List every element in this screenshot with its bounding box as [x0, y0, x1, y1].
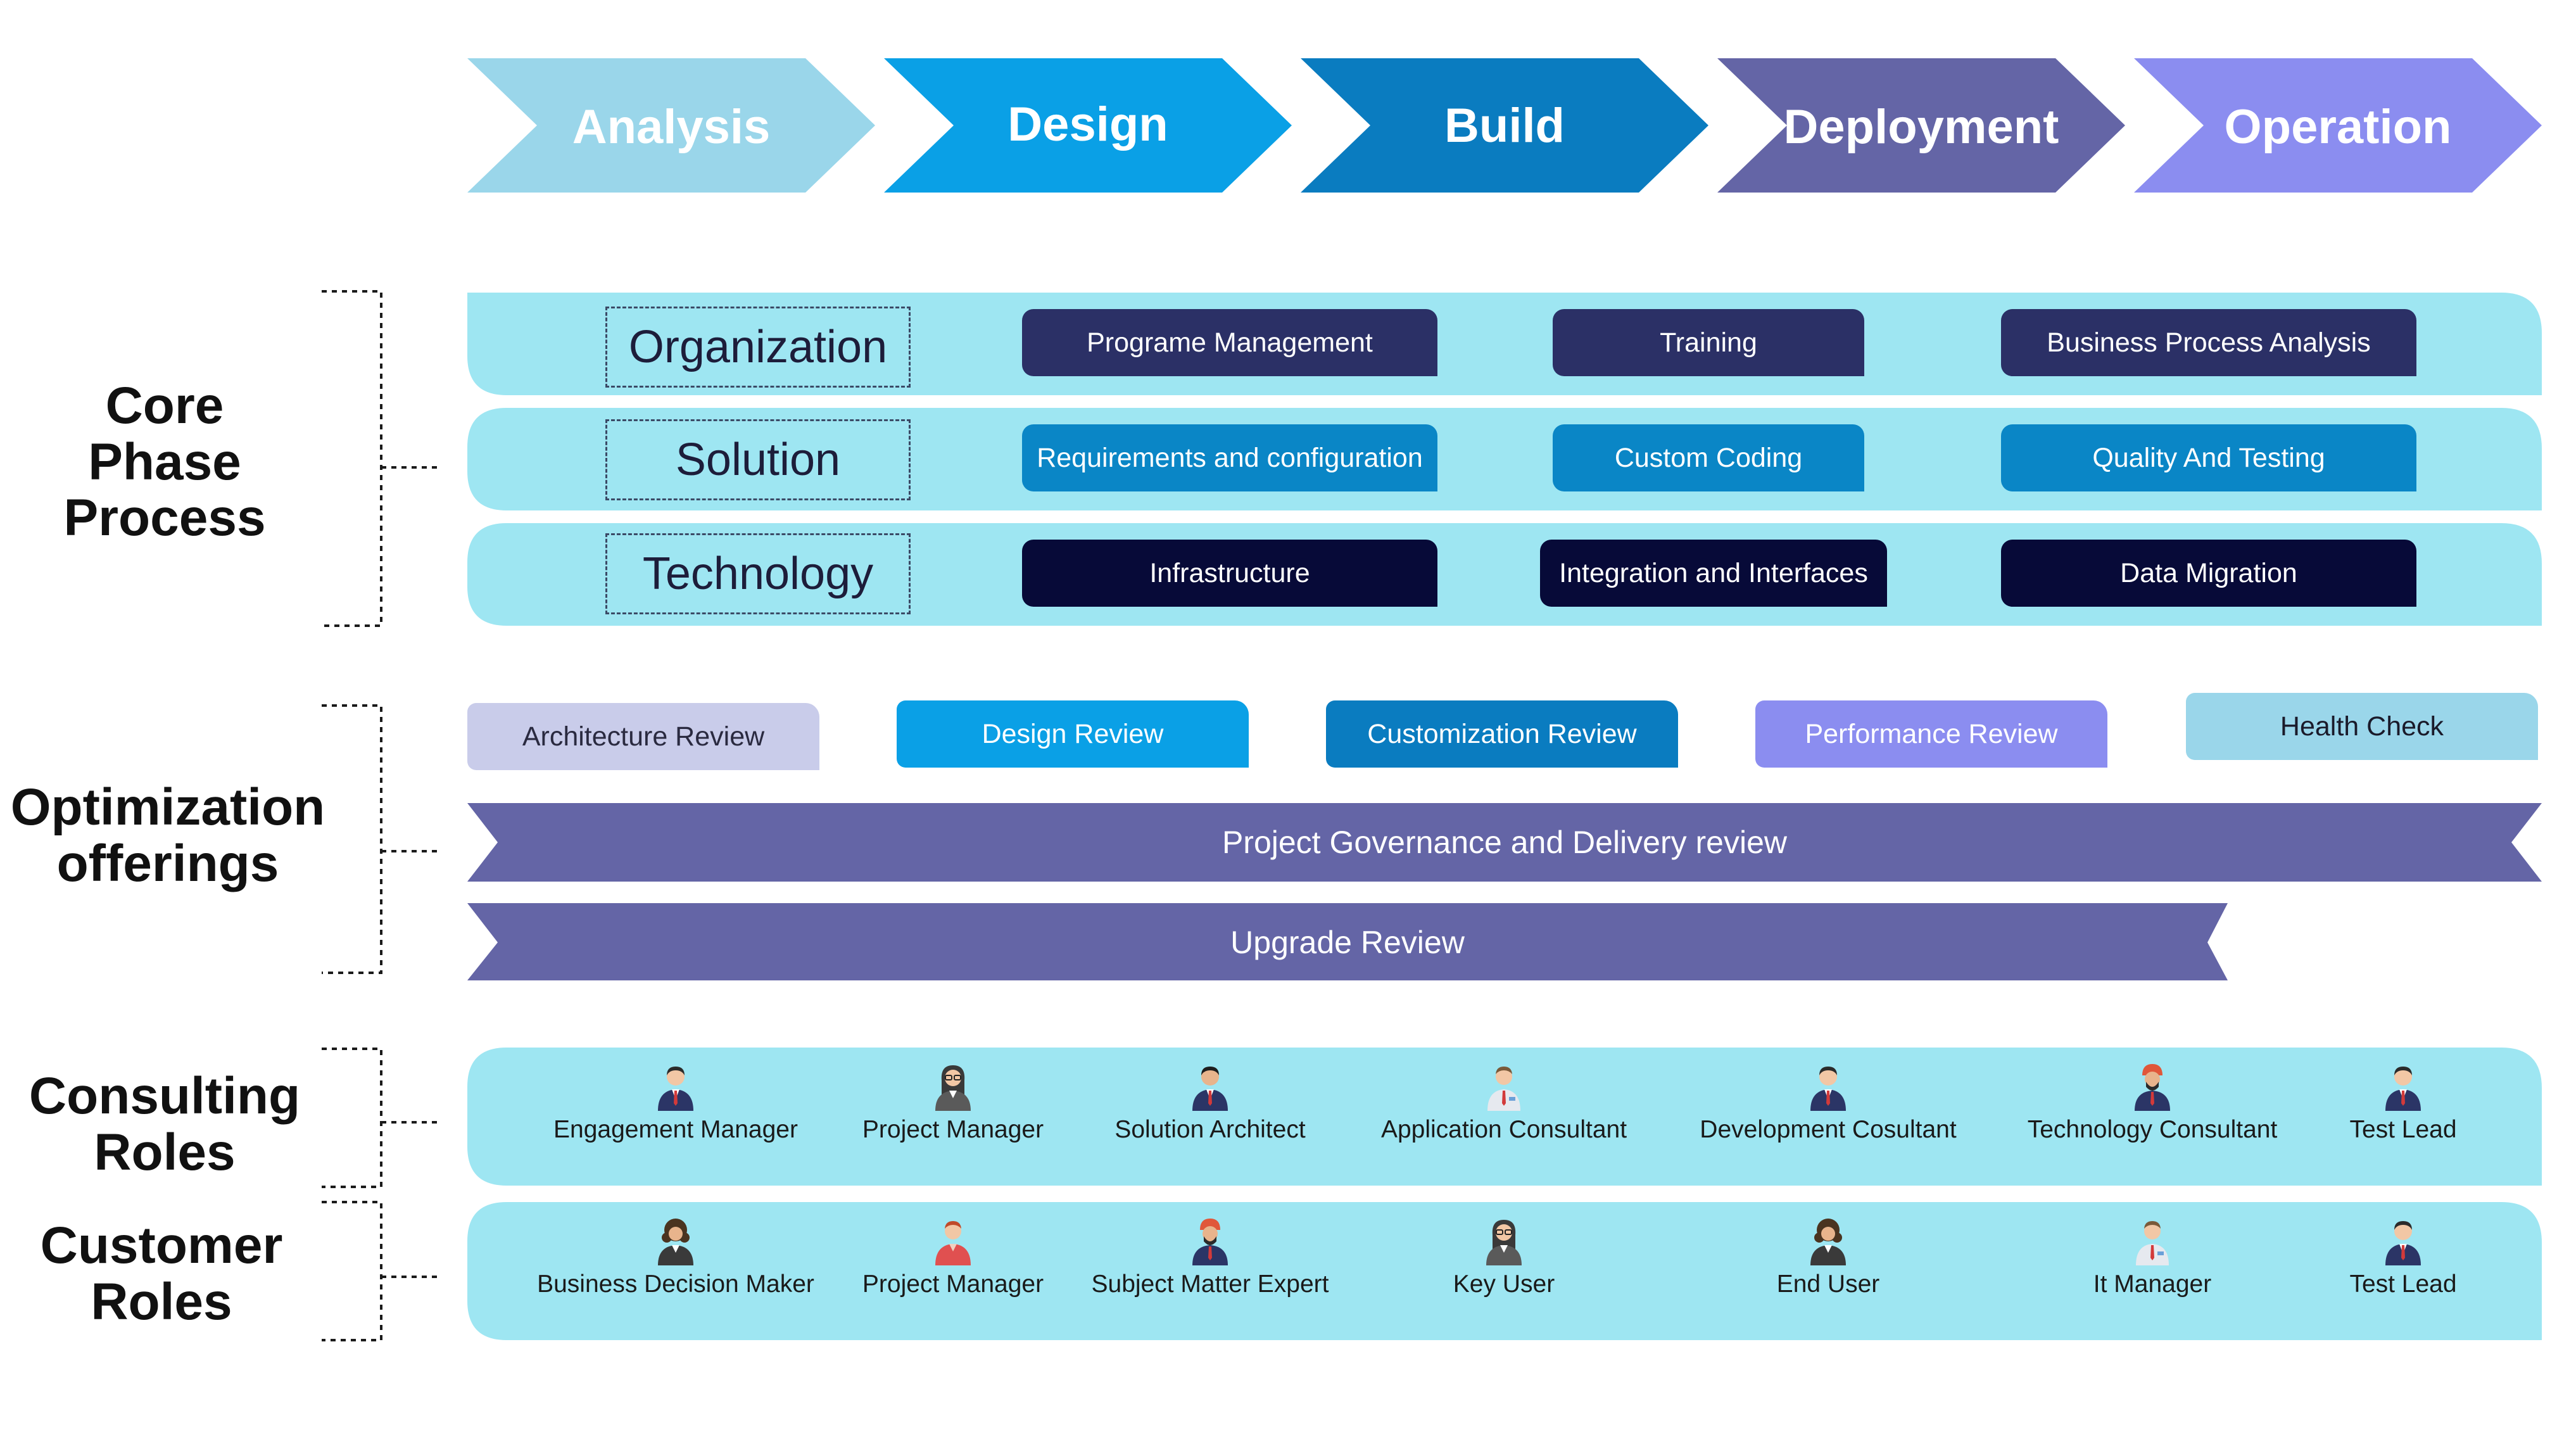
pill-infrastructure: Infrastructure — [1022, 540, 1437, 607]
pill-requirements-configuration: Requirements and configuration — [1022, 424, 1437, 491]
role-label: Development Cosultant — [1700, 1116, 1957, 1143]
role-label: Test Lead — [2349, 1116, 2457, 1143]
phase-chevron-design — [884, 58, 1292, 193]
customer-role-business-decision-maker: Business Decision Maker — [527, 1216, 824, 1298]
phase-chevron-operation — [2134, 58, 2542, 193]
optimization-bracket — [322, 704, 439, 974]
phase-label-operation: Operation — [2224, 99, 2452, 154]
review-health-check: Health Check — [2186, 693, 2538, 760]
role-label: Key User — [1453, 1270, 1555, 1298]
businessman-icon — [2385, 1221, 2421, 1265]
customer-role-it-manager: It Manager — [2004, 1216, 2301, 1298]
consulting-role-test-lead: Test Lead — [2254, 1061, 2552, 1144]
section-label-core: Core Phase Process — [63, 377, 266, 547]
role-label: Application Consultant — [1380, 1116, 1627, 1143]
businessman-icon — [2385, 1067, 2421, 1111]
businessman-icon — [658, 1067, 693, 1111]
pill-data-migration: Data Migration — [2001, 540, 2416, 607]
consulting-bracket — [322, 1048, 439, 1188]
pill-integration-interfaces: Integration and Interfaces — [1540, 540, 1887, 607]
woman-curly-hair-icon — [658, 1219, 693, 1265]
pill-training: Training — [1553, 309, 1864, 376]
upgrade-band-label: Upgrade Review — [1230, 925, 1465, 960]
consulting-role-engagement-manager: Engagement Manager — [527, 1061, 824, 1144]
pill-business-process-analysis: Business Process Analysis — [2001, 309, 2416, 376]
customer-role-subject-matter-expert: Subject Matter Expert — [1061, 1216, 1359, 1298]
customer-role-key-user: Key User — [1355, 1216, 1653, 1298]
pill-programe-management: Programe Management — [1022, 309, 1437, 376]
role-label: Business Decision Maker — [537, 1270, 814, 1298]
row-label-technology: Technology — [605, 533, 911, 614]
row-label-organization: Organization — [605, 307, 911, 388]
businesswoman-glasses-icon — [935, 1065, 971, 1111]
review-design: Design Review — [897, 700, 1249, 768]
consulting-role-project-manager: Project Manager — [804, 1061, 1102, 1144]
role-label: Solution Architect — [1114, 1116, 1306, 1143]
row-label-solution: Solution — [605, 419, 911, 500]
role-label: Subject Matter Expert — [1091, 1270, 1329, 1298]
consulting-role-technology-consultant: Technology Consultant — [2004, 1061, 2301, 1144]
man-red-shirt-icon — [935, 1221, 971, 1265]
pill-quality-testing: Quality And Testing — [2001, 424, 2416, 491]
role-label: Project Manager — [862, 1116, 1044, 1143]
customer-role-end-user: End User — [1679, 1216, 1977, 1298]
customer-row-bg — [467, 1202, 2542, 1340]
phase-label-design: Design — [1007, 97, 1168, 151]
role-label: Project Manager — [862, 1270, 1044, 1298]
customer-role-test-lead: Test Lead — [2254, 1216, 2552, 1298]
consultant-icon — [1487, 1067, 1520, 1111]
role-label: Engagement Manager — [553, 1116, 798, 1143]
review-architecture: Architecture Review — [467, 703, 819, 770]
consultant-icon — [2136, 1221, 2169, 1265]
consulting-role-solution-architect: Solution Architect — [1061, 1061, 1359, 1144]
section-label-customer: Customer Roles — [40, 1217, 283, 1331]
review-customization: Customization Review — [1326, 700, 1678, 768]
phase-label-build: Build — [1444, 98, 1565, 153]
customer-role-project-manager: Project Manager — [804, 1216, 1102, 1298]
woman-curly-hair-icon — [1810, 1219, 1846, 1265]
businesswoman-glasses-icon — [1486, 1220, 1522, 1265]
phase-label-deployment: Deployment — [1783, 99, 2059, 154]
core-bracket — [322, 290, 439, 627]
section-label-consulting: Consulting Roles — [28, 1067, 301, 1181]
phase-label-analysis: Analysis — [572, 99, 771, 154]
role-label: It Manager — [2093, 1270, 2212, 1298]
governance-band-label: Project Governance and Delivery review — [1222, 825, 1788, 860]
consulting-role-application-consultant: Application Consultant — [1355, 1061, 1653, 1144]
section-label-optimization: Optimization offerings — [10, 778, 325, 892]
phase-chevron-build — [1301, 58, 1708, 193]
role-label: Technology Consultant — [2027, 1116, 2278, 1143]
pill-custom-coding: Custom Coding — [1553, 424, 1864, 491]
governance-band — [467, 803, 2542, 882]
role-label: End User — [1776, 1270, 1880, 1298]
businessman-icon — [1192, 1067, 1228, 1111]
turban-man-icon — [2135, 1064, 2170, 1111]
phase-chevron-analysis — [467, 58, 875, 193]
review-performance: Performance Review — [1755, 700, 2107, 768]
businessman-icon — [1810, 1067, 1846, 1111]
consulting-role-development-consultant: Development Cosultant — [1679, 1061, 1977, 1144]
customer-bracket — [322, 1201, 439, 1341]
upgrade-band — [467, 903, 2228, 980]
consulting-row-bg — [467, 1048, 2542, 1186]
turban-man-icon — [1192, 1219, 1228, 1265]
role-label: Test Lead — [2349, 1270, 2457, 1298]
phase-chevron-deployment — [1717, 58, 2125, 193]
